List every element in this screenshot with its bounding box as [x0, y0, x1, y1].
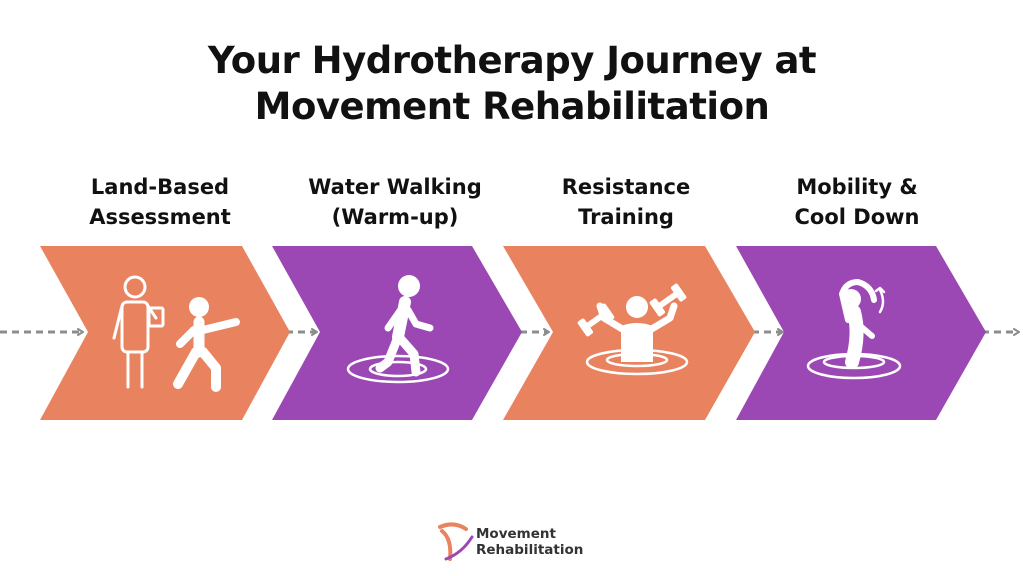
step-4-label-line-1: Mobility & — [796, 175, 918, 199]
title-line-1: Your Hydrotherapy Journey at — [207, 39, 817, 82]
step-3-label-line-2: Training — [578, 205, 674, 229]
step-4-label: Mobility & Cool Down — [732, 172, 982, 232]
logo-stroke-3 — [444, 535, 474, 561]
movement-logo-icon — [438, 522, 474, 561]
step-1-label-line-2: Assessment — [89, 205, 231, 229]
logo-line-2: Rehabilitation — [476, 542, 584, 558]
page-title: Your Hydrotherapy Journey at Movement Re… — [0, 38, 1024, 130]
walking-in-water-icon — [346, 275, 450, 384]
stretching-in-water-icon — [806, 279, 902, 380]
step-2-label-line-2: (Warm-up) — [331, 205, 459, 229]
logo-stroke-1 — [440, 529, 453, 561]
title-line-2: Movement Rehabilitation — [254, 85, 770, 128]
logo-line-1: Movement — [476, 526, 556, 542]
logo-wordmark: Movement Rehabilitation — [476, 526, 583, 558]
step-3-label-line-1: Resistance — [561, 175, 691, 199]
step-3-label: Resistance Training — [501, 172, 751, 232]
dumbbells-in-water-icon — [577, 283, 689, 376]
step-1-label: Land-Based Assessment — [35, 172, 285, 232]
step-4-label-line-2: Cool Down — [794, 205, 920, 229]
step-2-label-line-1: Water Walking — [308, 175, 482, 199]
step-1-chevron — [40, 246, 290, 420]
logo-stroke-2 — [438, 522, 468, 531]
therapist-patient-icon — [112, 275, 240, 392]
step-1-label-line-1: Land-Based — [90, 175, 230, 199]
step-2-label: Water Walking (Warm-up) — [270, 172, 520, 232]
